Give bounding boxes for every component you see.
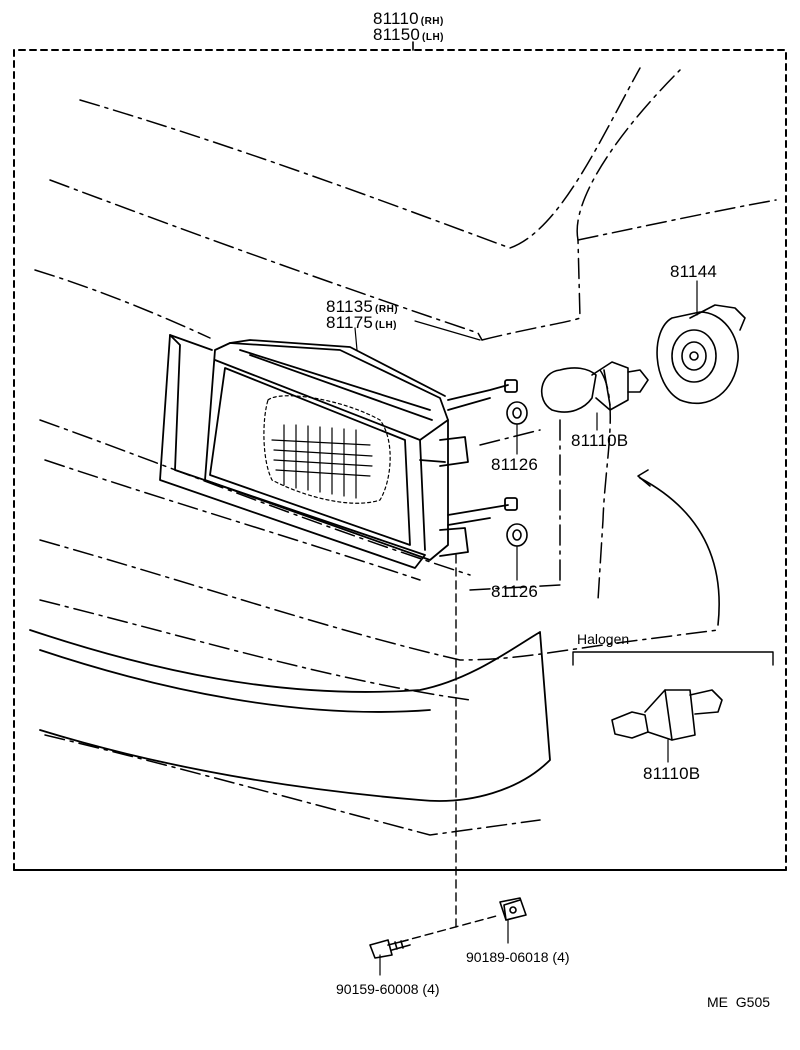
headlamp-unit [204,339,518,561]
headlamp-lens-pattern [263,395,391,504]
unit-part-rh-number: 81135 [326,297,374,316]
bulb-cover-label: 81144 [670,262,718,281]
bulb-cover [656,304,746,405]
bulb-label: 81110B [571,431,629,450]
unit-rh-tag: (RH) [375,304,399,315]
assembly-part-rh-number: 81110 [373,9,419,28]
halogen-label: Halogen [577,631,630,647]
hardware-connection [399,554,501,943]
mounting-bracket [159,334,426,569]
unit-lh-tag: (LH) [375,320,398,331]
halogen-bulb [611,689,723,741]
assembly-part-rh: 81110(RH) [373,10,444,27]
installation-arrow [637,469,720,626]
assembly-boundary [13,49,787,871]
screw [369,939,411,959]
vehicle-body-outline [34,67,777,836]
grommet-lower [506,523,528,547]
diagram-code: ME G505 [707,994,771,1010]
grommet-upper [506,401,528,425]
grommet-upper-label: 81126 [491,455,539,474]
halogen-bulb-label: 81110B [643,764,701,783]
bulb [540,361,649,413]
nut-label: 90189-06018 (4) [466,949,570,965]
halogen-bracket [572,651,774,666]
grommet-lower-label: 81126 [491,582,539,601]
assembly-part-lh: 81150(LH) [373,26,444,43]
screw-label: 90159-60008 (4) [336,981,440,997]
unit-part-rh: 81135(RH) [326,298,398,315]
assembly-rh-tag: (RH) [420,16,444,27]
unit-part-lh: 81175(LH) [326,314,397,331]
bumper [29,629,551,802]
leader-lines [354,280,698,976]
clip-nut [499,897,527,921]
assembly-part-lh-number: 81150 [373,25,421,44]
unit-part-lh-number: 81175 [326,313,374,332]
assembly-lh-tag: (LH) [422,32,445,43]
